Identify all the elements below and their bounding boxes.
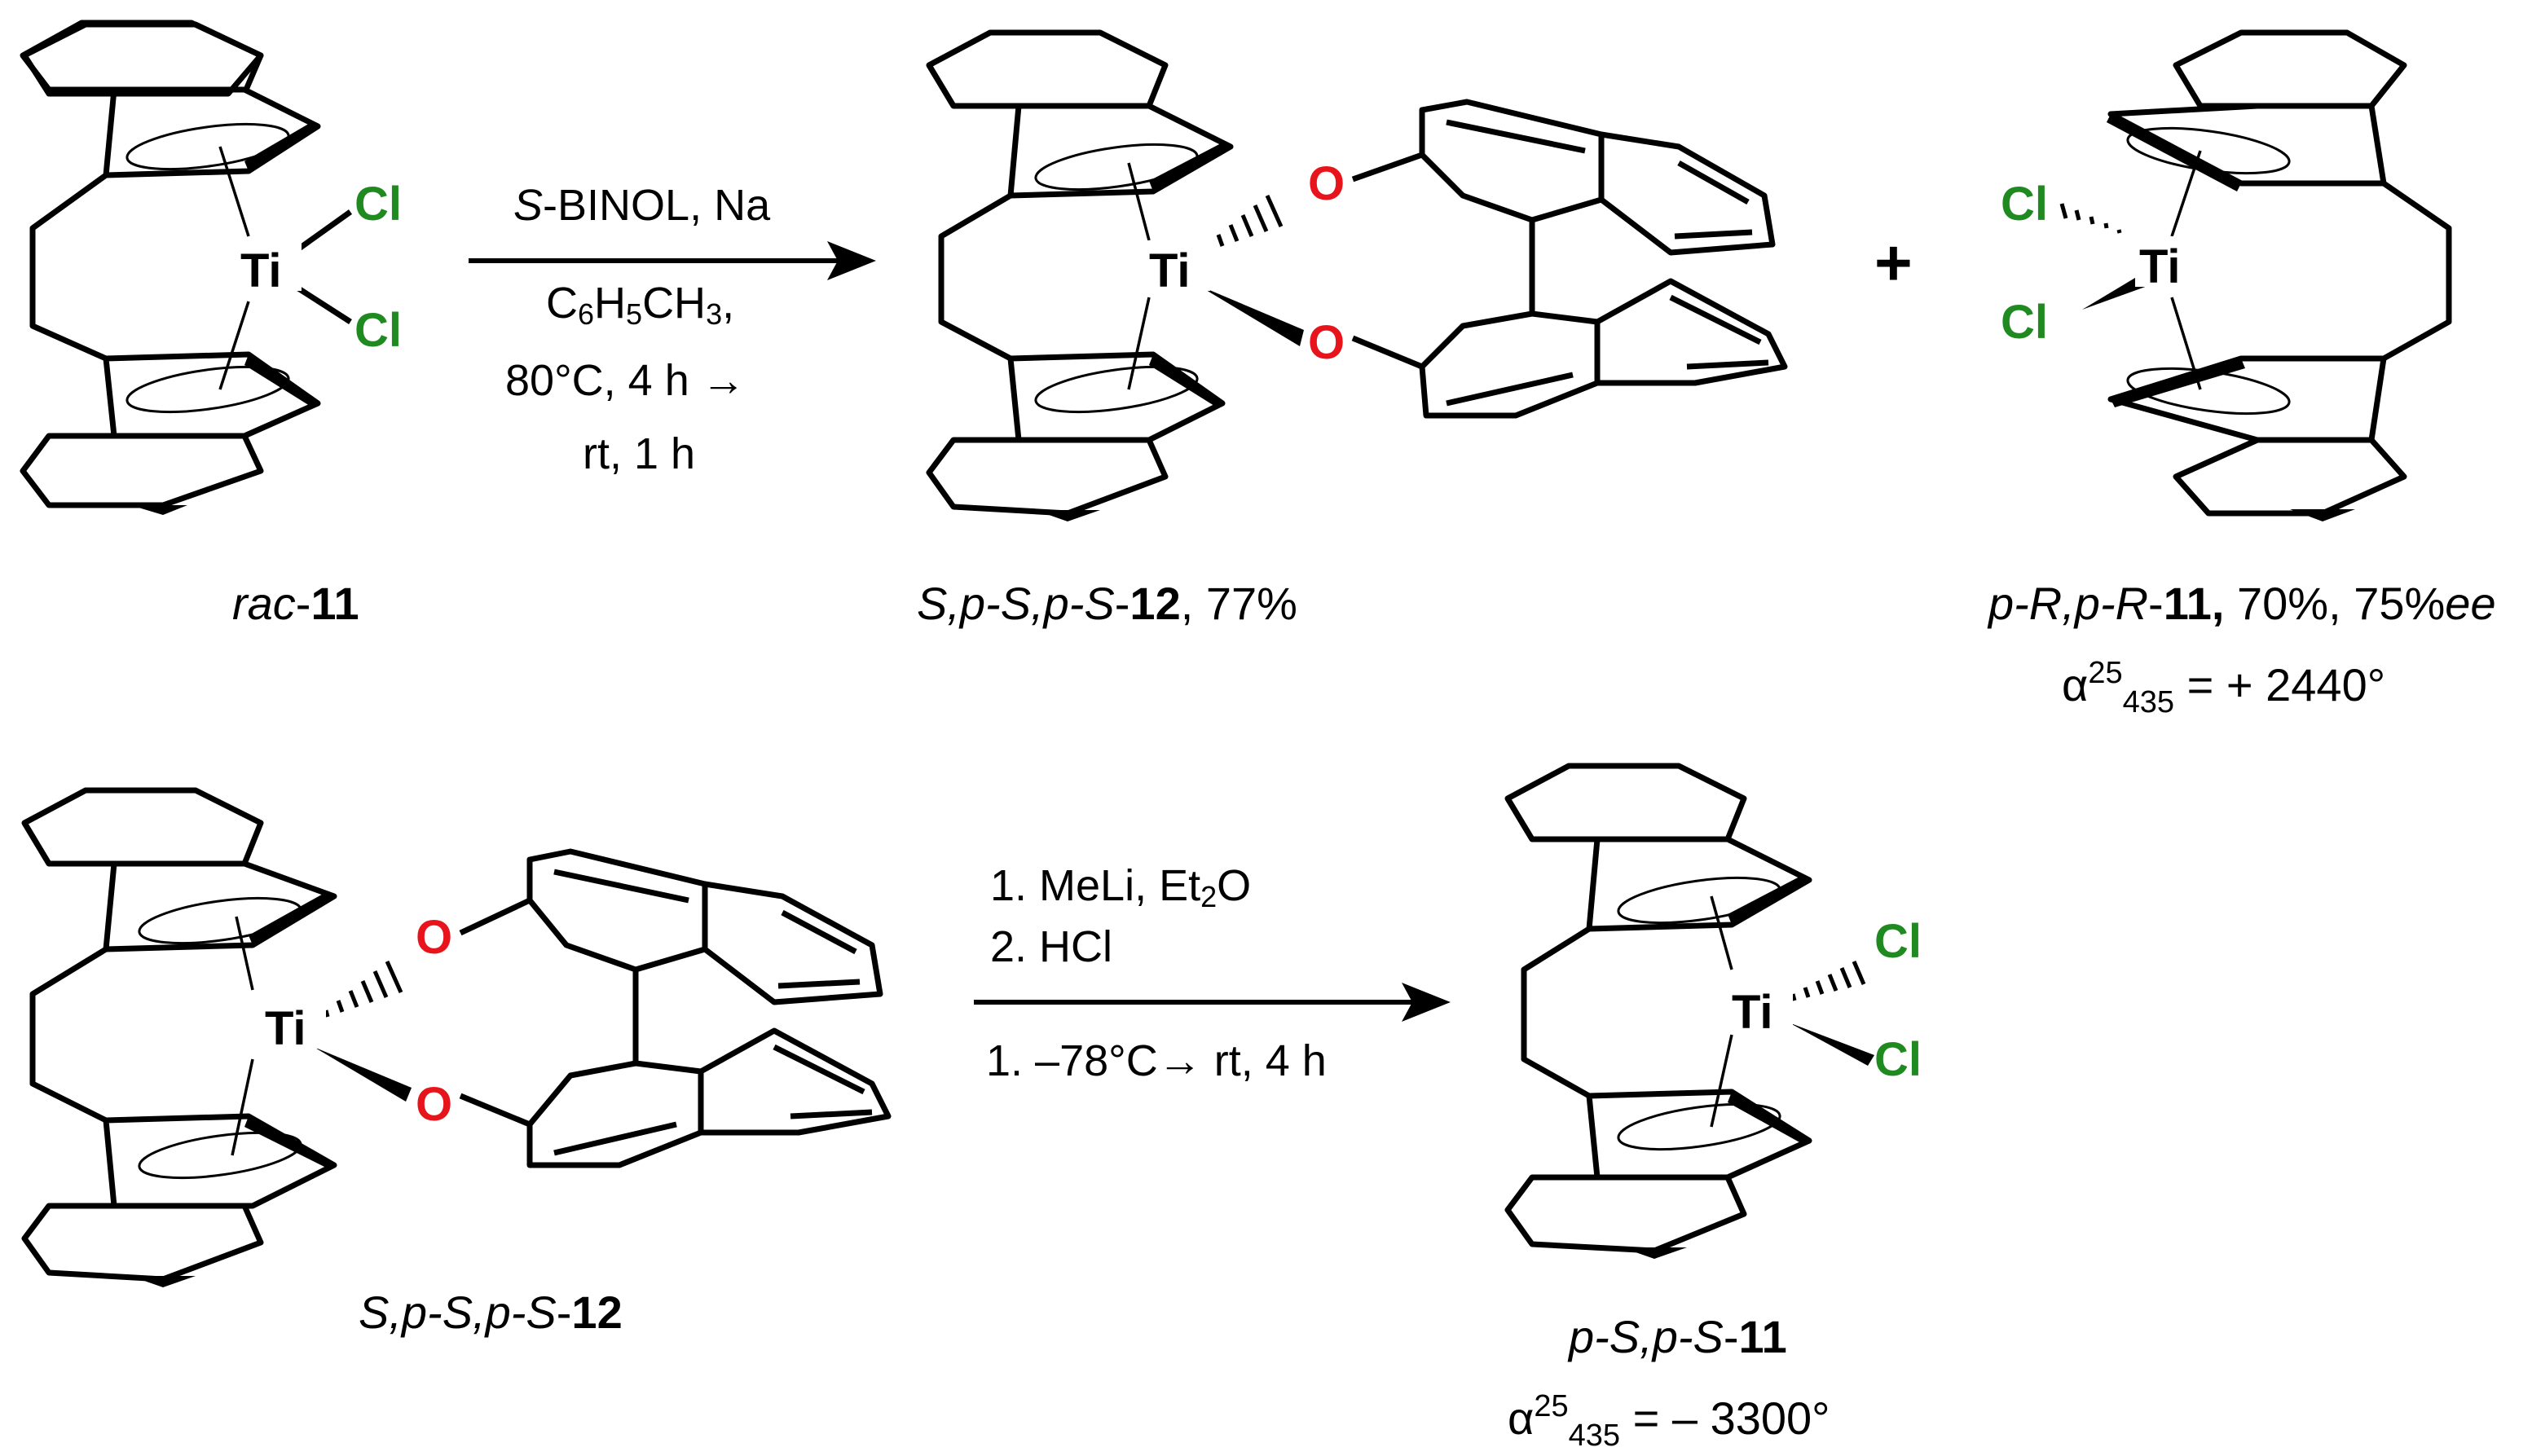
structure-pS-11: Ti Cl Cl <box>1504 763 1922 1259</box>
step-1-meli: 1. MeLi, Et2O <box>990 861 1251 913</box>
label-pS-11: p-S,p-S-11 <box>1567 1311 1787 1362</box>
atom-cl: Cl <box>2001 178 2048 231</box>
structure-pR-11: Ti Cl Cl <box>2001 29 2452 521</box>
atom-ti: Ti <box>1732 986 1773 1039</box>
atom-cl: Cl <box>1874 1033 1922 1086</box>
label-12-top: S,p-S,p-S-12, 77% <box>917 578 1297 629</box>
conditions-temp-time: 80°C, 4 h → <box>505 356 746 405</box>
label-pR-11: p-R,p-R-11, 70%, 75%ee <box>1987 578 2496 629</box>
atom-o: O <box>416 911 452 964</box>
reaction-arrow-2: 1. MeLi, Et2O 2. HCl 1. –78°C→ rt, 4 h <box>974 861 1451 1085</box>
label-rac-11: rac-11 <box>232 578 359 629</box>
rotation-pR-11: α25435 = + 2440° <box>2062 656 2385 719</box>
atom-o: O <box>1308 157 1345 210</box>
atom-cl: Cl <box>2001 296 2048 349</box>
reaction-arrow-1: S-BINOL, Na C6H5CH3, 80°C, 4 h → rt, 1 h <box>469 181 876 478</box>
label-12-bottom: S,p-S,p-S-12 <box>359 1287 623 1338</box>
conditions-low-temp: 1. –78°C→ rt, 4 h <box>986 1036 1327 1085</box>
atom-ti: Ti <box>1149 244 1191 297</box>
atom-ti: Ti <box>240 244 282 297</box>
reagent-binol-na: S-BINOL, Na <box>513 181 771 230</box>
conditions-rt: rt, 1 h <box>583 429 695 478</box>
atom-o: O <box>1308 316 1345 369</box>
structure-12-top: Ti O O <box>926 29 1788 521</box>
structure-rac-11: Ti Cl Cl <box>20 20 402 515</box>
atom-cl: Cl <box>354 178 402 231</box>
atom-cl: Cl <box>354 304 402 357</box>
plus-sign: + <box>1874 227 1913 299</box>
atom-ti: Ti <box>265 1002 306 1055</box>
atom-o: O <box>416 1078 452 1131</box>
atom-ti: Ti <box>2139 240 2181 293</box>
structure-12-bottom: Ti O O <box>21 787 892 1287</box>
atom-cl: Cl <box>1874 915 1922 968</box>
solvent-toluene: C6H5CH3, <box>546 279 734 331</box>
step-2-hcl: 2. HCl <box>990 922 1112 971</box>
rotation-pS-11: α25435 = – 3300° <box>1508 1389 1830 1453</box>
